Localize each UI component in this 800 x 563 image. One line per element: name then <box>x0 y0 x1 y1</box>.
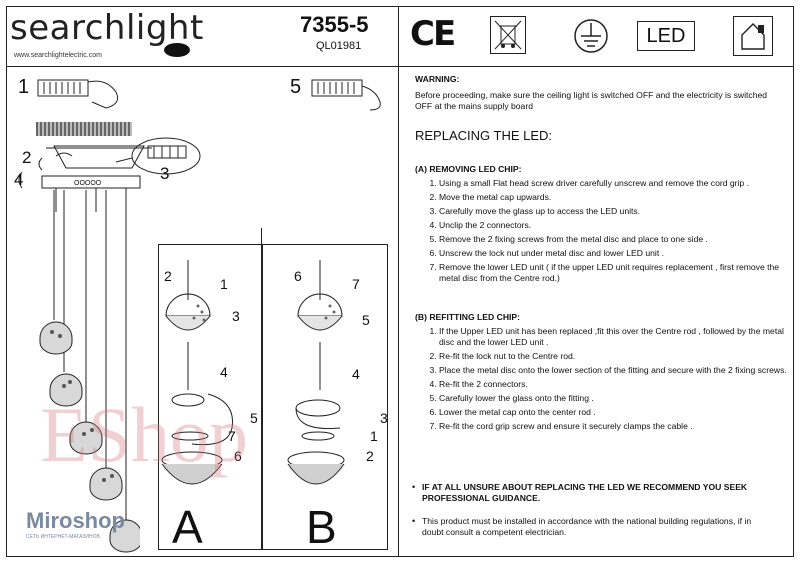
panel-a-step-3: 3 <box>232 308 240 324</box>
panel-b-label: B <box>306 501 337 553</box>
indoor-house-icon <box>733 16 773 56</box>
list-item: Re-fit the 2 connectors. <box>439 379 800 390</box>
ce-mark: CE <box>410 14 456 54</box>
bullet-icon: • <box>412 516 416 526</box>
warning-text: Before proceeding, make sure the ceiling… <box>415 90 768 111</box>
section-b-title: (B) REFITTING LED CHIP: <box>415 312 521 322</box>
list-item: Remove the lower LED unit ( if the upper… <box>439 262 800 284</box>
page-frame <box>6 6 794 557</box>
list-item: Re-fit the cord grip screw and ensure it… <box>439 421 800 432</box>
main-label-4: 4 <box>14 170 24 189</box>
list-item: Re-fit the lock nut to the Centre rod. <box>439 351 800 362</box>
pendant-cluster-illustration <box>39 190 140 553</box>
panel-a-step-7: 7 <box>228 428 236 444</box>
panel-a-step-6: 6 <box>234 448 242 464</box>
connector-hand-illustration-5 <box>311 79 381 111</box>
panel-b-frame <box>262 244 388 550</box>
brand-url: www.searchlightelectric.com <box>14 52 102 59</box>
header-divider <box>6 66 794 67</box>
panel-a-frame <box>158 244 262 550</box>
column-divider <box>398 6 399 557</box>
list-item: If the Upper LED unit has been replaced … <box>439 326 800 348</box>
step-5-label: 5 <box>290 76 302 98</box>
list-item: Carefully lower the glass onto the fitti… <box>439 393 800 404</box>
main-label-3: 3 <box>160 164 170 183</box>
panel-a-illustration <box>161 260 233 485</box>
connector-hand-illustration-1 <box>37 79 119 109</box>
panel-b-illustration <box>287 260 345 485</box>
weee-bin-icon <box>490 16 526 54</box>
miroshop-logo: Miroshop <box>26 508 125 533</box>
panel-a-step-4: 4 <box>220 364 228 380</box>
panel-a-step-1: 1 <box>220 276 228 292</box>
warning-title: WARNING: <box>415 74 460 84</box>
panel-b-step-1: 1 <box>370 428 378 444</box>
brand-logo: searchlight <box>10 8 204 48</box>
panel-a-step-2: 2 <box>164 268 172 284</box>
panel-b-step-7: 7 <box>352 276 360 292</box>
model-number: 7355-5 <box>300 12 369 37</box>
list-item: Using a small Flat head screw driver car… <box>439 178 800 189</box>
panel-b-step-2: 2 <box>366 448 374 464</box>
panel-b-step-5: 5 <box>362 312 370 328</box>
bullet-icon: • <box>412 482 416 492</box>
regulation-note: This product must be installed in accord… <box>422 516 752 537</box>
logo-dot-icon <box>164 43 190 57</box>
product-code: QL01981 <box>316 40 362 52</box>
list-item: Lower the metal cap onto the center rod … <box>439 407 800 418</box>
list-item: Unscrew the lock nut under metal disc an… <box>439 248 800 259</box>
list-item: Place the metal disc onto the lower sect… <box>439 365 800 376</box>
panel-a-step-5: 5 <box>250 410 258 426</box>
list-item: Move the metal cap upwards. <box>439 192 800 203</box>
panel-b-step-3: 3 <box>380 410 388 426</box>
main-label-2: 2 <box>22 148 32 167</box>
step-1-label: 1 <box>18 76 30 98</box>
panel-b-step-6: 6 <box>294 268 302 284</box>
led-badge: LED <box>637 21 695 51</box>
section-a-list: Using a small Flat head screw driver car… <box>415 178 800 287</box>
earth-ground-icon <box>574 19 608 53</box>
ceiling-plate <box>36 122 132 136</box>
list-item: Unclip the 2 connectors. <box>439 220 800 231</box>
list-item: Remove the 2 fixing screws from the meta… <box>439 234 800 245</box>
canopy-screws-text: ΟΟΟΟΟ <box>74 180 102 187</box>
list-item: Carefully move the glass up to access th… <box>439 206 800 217</box>
panel-top-rod <box>261 228 262 246</box>
section-b-list: If the Upper LED unit has been replaced … <box>415 326 800 435</box>
panel-b-step-4: 4 <box>352 366 360 382</box>
estore-watermark: EShop <box>40 391 249 478</box>
section-a-title: (A) REMOVING LED CHIP: <box>415 164 522 174</box>
miroshop-tagline: СЕТЬ ИНТЕРНЕТ-МАГАЗИНОВ <box>26 534 100 540</box>
panel-a-label: A <box>172 501 203 553</box>
guidance-note: IF AT ALL UNSURE ABOUT REPLACING THE LED… <box>422 482 748 503</box>
replacing-heading: REPLACING THE LED: <box>415 128 553 143</box>
